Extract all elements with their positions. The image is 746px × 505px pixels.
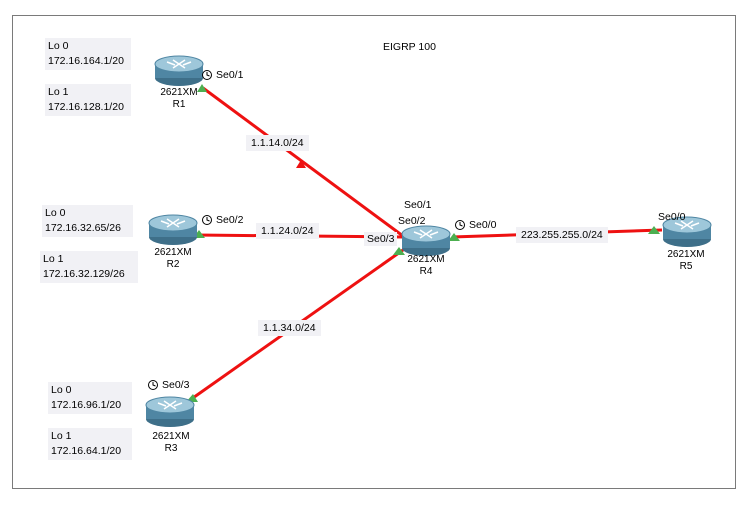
note-label: Lo 1 xyxy=(48,86,69,98)
link-endpoint-r1 xyxy=(197,84,207,92)
network-label-r4-r5: 223.255.255.0/24 xyxy=(516,227,608,243)
port-label-r2-se02: Se0/2 xyxy=(216,214,244,226)
note-label: Lo 1 xyxy=(43,253,64,265)
network-label-r1-r4: 1.1.14.0/24 xyxy=(246,135,309,151)
router-r2-icon[interactable] xyxy=(148,214,198,245)
note-label: Lo 1 xyxy=(51,430,72,442)
link-endpoint-r5 xyxy=(648,226,660,234)
router-name: R4 xyxy=(419,266,433,277)
link-endpoint-r4-top xyxy=(296,160,306,168)
link-endpoint-r4-right xyxy=(448,233,460,241)
link-r1-r4[interactable] xyxy=(202,86,404,238)
router-model: 2621XM xyxy=(160,87,198,98)
router-model: 2621XM xyxy=(152,431,190,442)
diagram-title: EIGRP 100 xyxy=(383,41,436,53)
port-label-r5-se00: Se0/0 xyxy=(658,211,686,223)
note-address: 172.16.64.1/20 xyxy=(51,445,122,457)
router-name: R5 xyxy=(679,261,693,272)
note-address: 172.16.164.1/20 xyxy=(48,55,124,67)
router-r3-icon[interactable] xyxy=(145,396,195,427)
note-address: 172.16.128.1/20 xyxy=(48,101,124,113)
router-r1-icon[interactable] xyxy=(154,55,204,86)
network-label-r3-r4: 1.1.34.0/24 xyxy=(258,320,321,336)
router-r4-icon[interactable] xyxy=(401,225,451,256)
note-address: 172.16.32.65/26 xyxy=(45,222,121,234)
router-model: 2621XM xyxy=(407,254,445,265)
clock-icon xyxy=(455,220,465,230)
note-r2-lo0: Lo 0 172.16.32.65/26 xyxy=(42,205,133,237)
port-label-r1-se01: Se0/1 xyxy=(216,69,244,81)
router-name: R3 xyxy=(164,443,178,454)
router-r1-caption: 2621XM R1 xyxy=(134,87,224,111)
port-label-r4-se01: Se0/1 xyxy=(404,199,432,211)
note-r1-lo0: Lo 0 172.16.164.1/20 xyxy=(45,38,131,70)
link-endpoint-r4-left xyxy=(393,247,405,255)
router-name: R2 xyxy=(166,259,180,270)
note-label: Lo 0 xyxy=(51,384,72,396)
clock-icon xyxy=(202,215,212,225)
note-r3-lo0: Lo 0 172.16.96.1/20 xyxy=(48,382,132,414)
note-label: Lo 0 xyxy=(45,207,66,219)
router-model: 2621XM xyxy=(667,249,705,260)
router-r3-caption: 2621XM R3 xyxy=(126,431,216,455)
router-r5-caption: 2621XM R5 xyxy=(641,249,731,273)
note-r3-lo1: Lo 1 172.16.64.1/20 xyxy=(48,428,132,460)
note-r2-lo1: Lo 1 172.16.32.129/26 xyxy=(40,251,138,283)
note-address: 172.16.32.129/26 xyxy=(43,268,125,280)
note-address: 172.16.96.1/20 xyxy=(51,399,122,411)
note-r1-lo1: Lo 1 172.16.128.1/20 xyxy=(45,84,131,116)
router-r5-icon[interactable] xyxy=(662,216,712,247)
note-label: Lo 0 xyxy=(48,40,69,52)
network-label-r2-r4: 1.1.24.0/24 xyxy=(256,223,319,239)
port-label-r4-se02: Se0/2 xyxy=(398,215,426,227)
router-r4-caption: 2621XM R4 xyxy=(381,254,471,278)
clock-icon xyxy=(148,380,158,390)
port-label-r4-se03: Se0/3 xyxy=(364,232,398,246)
port-label-r3-se03: Se0/3 xyxy=(162,379,190,391)
port-label-r4-se00: Se0/0 xyxy=(469,219,497,231)
router-model: 2621XM xyxy=(154,247,192,258)
router-name: R1 xyxy=(172,99,186,110)
clock-icon xyxy=(202,70,212,80)
router-r2-caption: 2621XM R2 xyxy=(128,247,218,271)
